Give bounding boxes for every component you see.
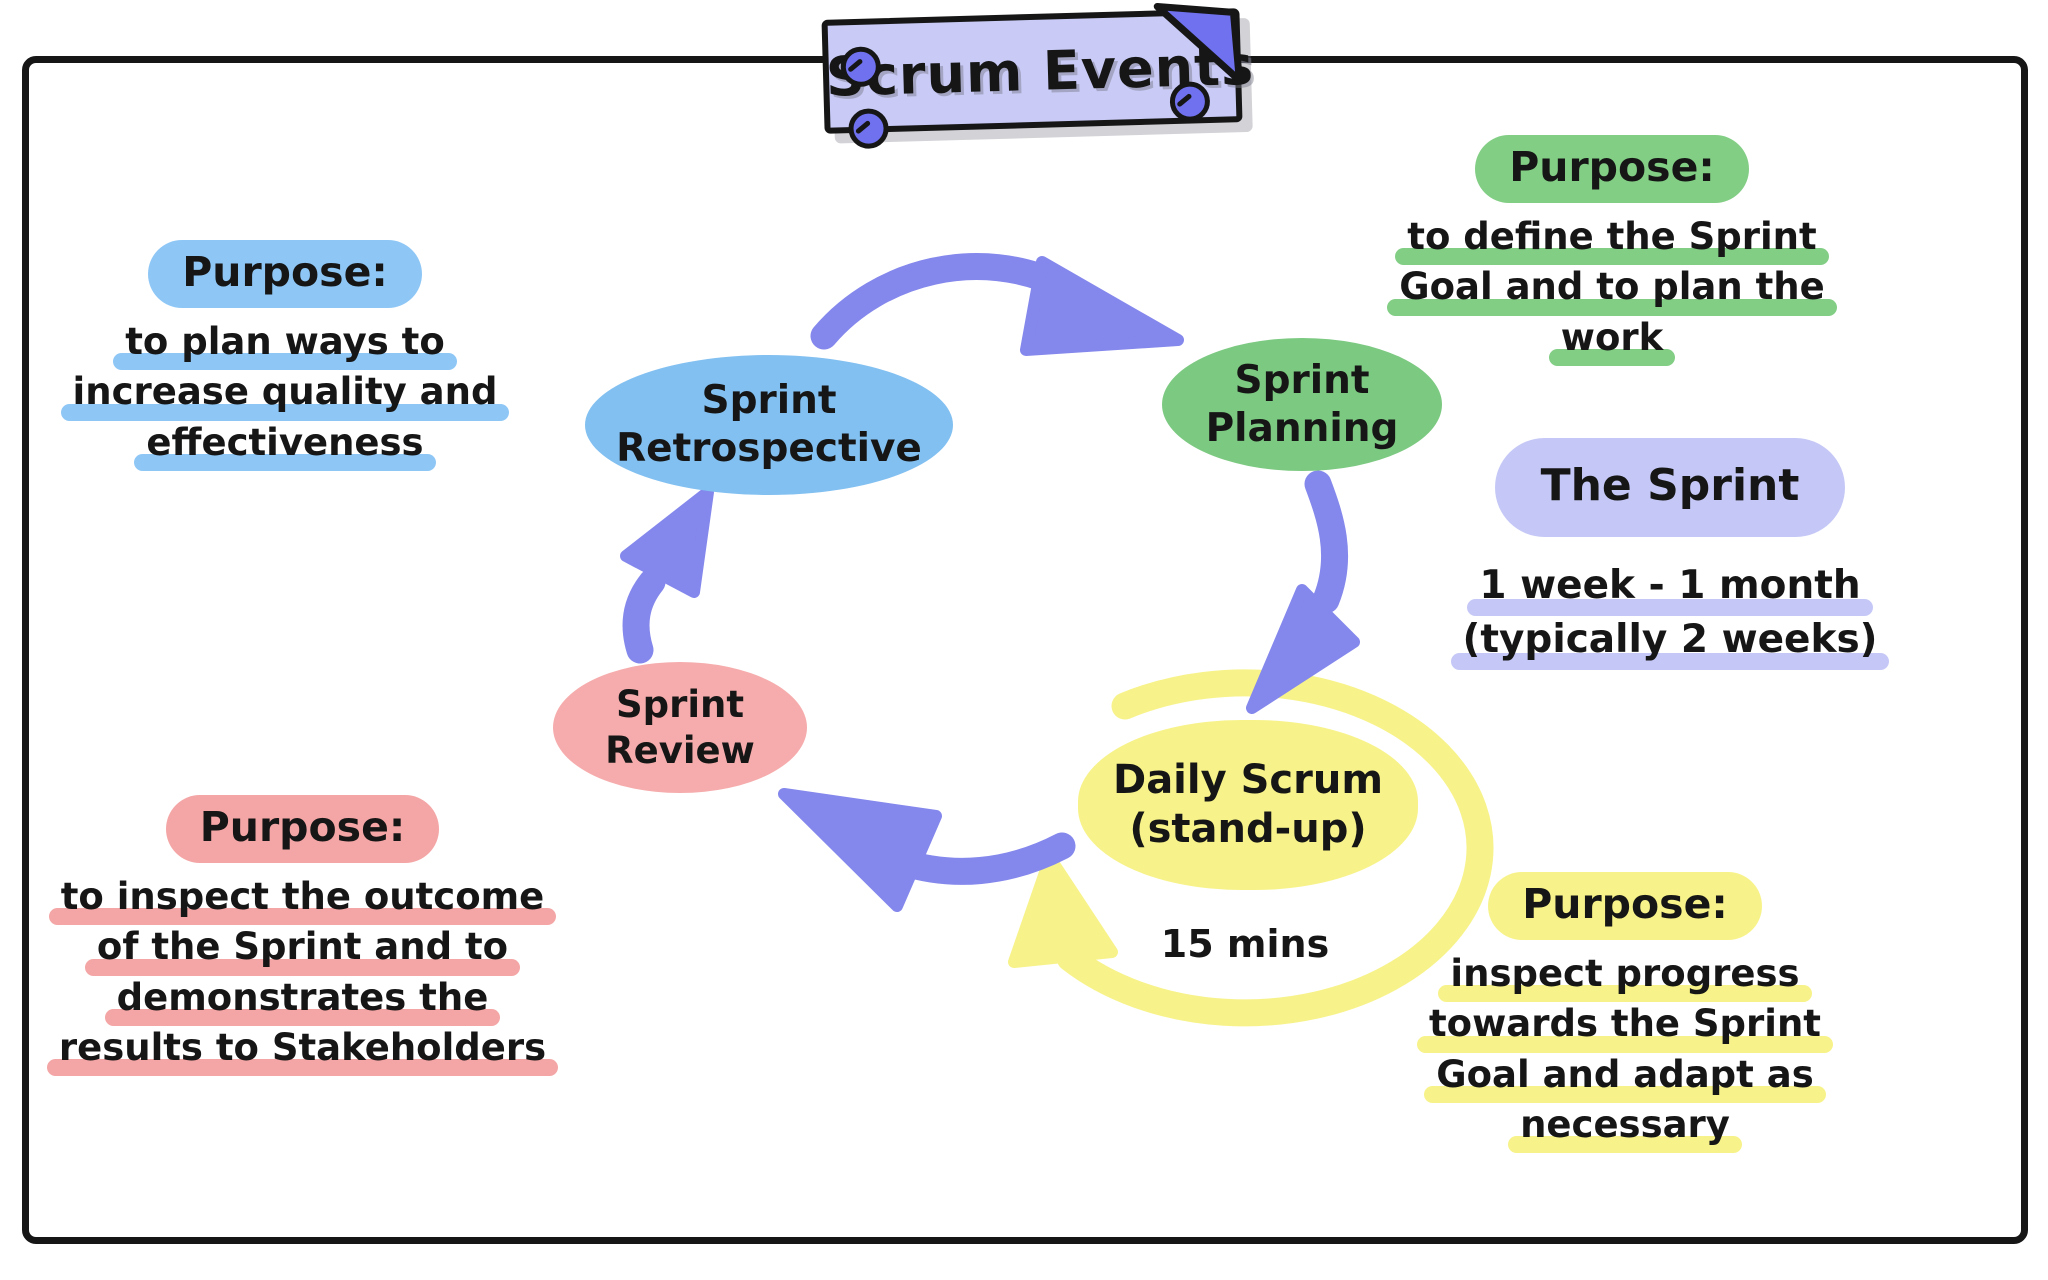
annotation-heading: The Sprint — [1494, 438, 1846, 537]
annotation-line: inspect progress — [1438, 950, 1812, 1003]
daily-scrum-duration: 15 mins — [1160, 922, 1330, 966]
annotation-review-purpose: Purpose: to inspect the outcome of the S… — [25, 795, 580, 1077]
node-label: Planning — [1205, 405, 1399, 451]
annotation-retrospective-purpose: Purpose: to plan ways to increase qualit… — [20, 240, 550, 472]
annotation-line: towards the Sprint — [1417, 1000, 1833, 1054]
annotation-line: to define the Sprint — [1395, 213, 1830, 266]
annotation-line: to inspect the outcome — [48, 873, 556, 926]
annotation-line: (typically 2 weeks) — [1450, 615, 1890, 670]
annotation-heading: Purpose: — [165, 795, 440, 863]
node-daily-scrum: Daily Scrum (stand-up) — [1078, 720, 1418, 890]
node-sprint-planning: Sprint Planning — [1162, 338, 1442, 471]
annotation-line: increase quality and — [60, 368, 510, 422]
annotation-line: to plan ways to — [113, 318, 457, 371]
node-label: Sprint — [1234, 357, 1370, 403]
annotation-line: work — [1548, 314, 1676, 367]
annotation-planning-purpose: Purpose: to define the Sprint Goal and t… — [1382, 135, 1842, 367]
node-label: (stand-up) — [1129, 806, 1367, 852]
annotation-line: 1 week - 1 month — [1467, 561, 1873, 616]
annotation-line: Goal and adapt as — [1424, 1051, 1827, 1104]
node-sprint-review: Sprint Review — [553, 662, 807, 793]
title-banner: Scrum Events — [821, 2, 1255, 150]
node-label: Review — [605, 728, 755, 772]
annotation-sprint-info: The Sprint 1 week - 1 month (typically 2… — [1440, 438, 1900, 670]
annotation-line: of the Sprint and to — [84, 923, 521, 977]
annotation-heading: Purpose: — [1475, 135, 1749, 203]
annotation-line: Goal and to plan the — [1387, 263, 1838, 317]
annotation-line: demonstrates the — [104, 974, 500, 1027]
annotation-heading: Purpose: — [1488, 872, 1762, 940]
annotation-heading: Purpose: — [148, 240, 422, 308]
folded-corner-icon — [1153, 2, 1243, 84]
node-sprint-retrospective: Sprint Retrospective — [585, 355, 953, 495]
annotation-line: necessary — [1508, 1101, 1742, 1154]
annotation-line: results to Stakeholders — [46, 1024, 559, 1077]
node-label: Retrospective — [616, 426, 922, 471]
node-label: Sprint — [615, 683, 745, 727]
node-label: Sprint — [701, 378, 837, 424]
annotation-daily-purpose: Purpose: inspect progress towards the Sp… — [1417, 872, 1833, 1154]
node-label: Daily Scrum — [1112, 757, 1384, 804]
annotation-line: effectiveness — [134, 419, 436, 472]
